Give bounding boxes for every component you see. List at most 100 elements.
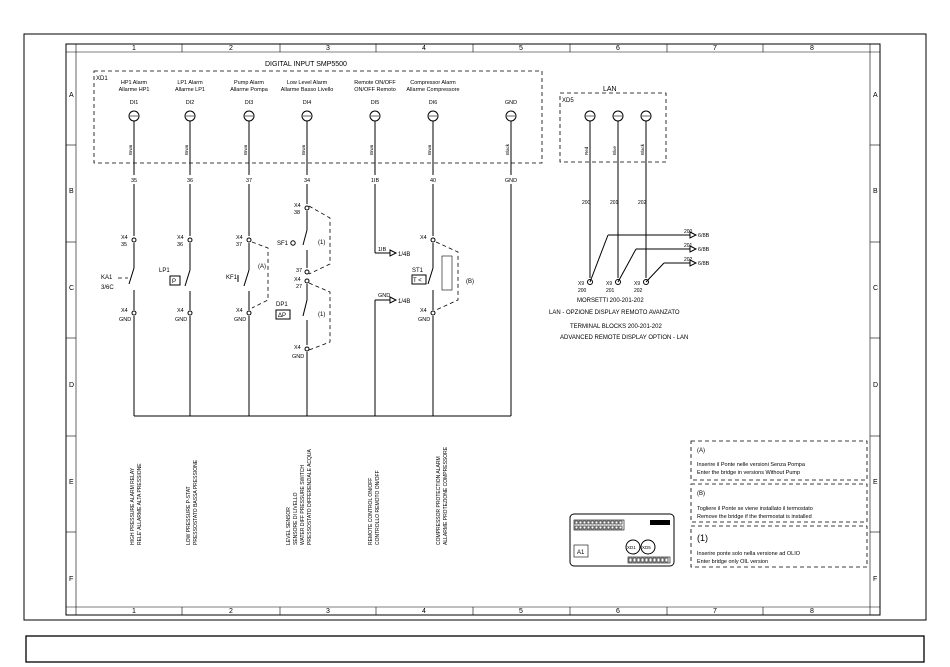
- svg-text:(1): (1): [318, 312, 325, 318]
- input-pin: DI6: [429, 100, 438, 106]
- input-label-en: Pump Alarm: [234, 80, 264, 86]
- svg-text:202: 202: [634, 288, 643, 294]
- svg-text:A: A: [69, 92, 74, 99]
- svg-text:8: 8: [810, 45, 814, 52]
- input-label-en: Remote ON/OFF: [354, 80, 396, 86]
- svg-text:RELE' ALLARME ALTA PRESSIONE: RELE' ALLARME ALTA PRESSIONE: [137, 463, 143, 545]
- svg-text:XD5: XD5: [642, 545, 651, 550]
- wire-number: 1IB: [371, 178, 380, 184]
- svg-text:X9: X9: [606, 281, 612, 287]
- svg-text:X4: X4: [294, 345, 301, 351]
- wire-color: Red: [584, 146, 589, 155]
- wire-number: 202: [638, 200, 647, 206]
- svg-text:GND: GND: [418, 317, 430, 323]
- wire-number: 34: [304, 178, 310, 184]
- svg-text:(1): (1): [318, 240, 325, 246]
- svg-text:PRESSOSTATO DIFFERENZIALE ACQU: PRESSOSTATO DIFFERENZIALE ACQUA: [307, 448, 313, 545]
- svg-text:201: 201: [684, 243, 693, 249]
- svg-text:COMPRESSOR PROTECTION ALARM: COMPRESSOR PROTECTION ALARM: [436, 456, 442, 545]
- st1-label: ST1: [412, 268, 424, 274]
- level-sensor-circuit: ΔP DP1 SF1 (1) (1) X4 38 37 X4 27 X4 GND: [275, 184, 331, 416]
- svg-text:SENSORE DI LIVELLO: SENSORE DI LIVELLO: [293, 492, 299, 545]
- lan-wires: Red200X92006/8B200Blue201X92016/8B201Bla…: [578, 110, 710, 294]
- input-label-en: Low Level Alarm: [287, 80, 328, 86]
- svg-text:LOW PRESSURE P-STAT: LOW PRESSURE P-STAT: [186, 486, 192, 545]
- svg-text:Inserire il Ponte nelle versio: Inserire il Ponte nelle versioni Senza P…: [697, 462, 806, 468]
- wire-color: Brwn: [128, 144, 133, 155]
- dp1-label: DP1: [276, 302, 288, 308]
- svg-text:X4: X4: [420, 308, 427, 314]
- lan-caption-it-1: MORSETTI 200-201-202: [577, 298, 644, 304]
- svg-text:4: 4: [422, 45, 426, 52]
- kf1-pump-contact: (A) KF1 X4 37 X4 GND: [226, 184, 269, 416]
- svg-text:B: B: [873, 188, 878, 195]
- svg-text:2: 2: [229, 608, 233, 615]
- lan-caption-en-1: TERMINAL BLOCKS 200-201-202: [570, 324, 662, 330]
- svg-text:6: 6: [616, 45, 620, 52]
- svg-text:201: 201: [606, 288, 615, 294]
- svg-text:(1): (1): [697, 533, 708, 543]
- wire-number: 36: [187, 178, 193, 184]
- input-pin: DI2: [186, 100, 195, 106]
- cross-reference: 6/8B: [698, 233, 710, 239]
- svg-text:X4: X4: [177, 235, 184, 241]
- svg-text:X4: X4: [294, 203, 301, 209]
- terminal-icon: [643, 279, 649, 285]
- svg-text:X4: X4: [236, 235, 243, 241]
- digital-input-title: DIGITAL INPUT SMP5500: [265, 61, 347, 68]
- input-label-it: Allarme LP1: [175, 87, 205, 93]
- svg-text:7: 7: [713, 608, 717, 615]
- input-label-en: Compressor Alarm: [410, 80, 456, 86]
- input-label-it: ON/OFF Remoto: [354, 87, 396, 93]
- wire-color: Brwn: [427, 144, 432, 155]
- input-label-en: HP1 Alarm: [121, 80, 148, 86]
- svg-text:HIGH PRESSURE ALARM RELAY: HIGH PRESSURE ALARM RELAY: [130, 467, 136, 545]
- col-1-top: 1: [132, 45, 136, 52]
- column-labels: 1 2 3 4 5 6 7 8 1 2 3 4 5 6 7 8: [132, 45, 814, 615]
- input-label-it: Allarme Pompa: [230, 87, 269, 93]
- svg-text:200: 200: [578, 288, 587, 294]
- compressor-alarm-circuit: T < ST1 (B) X4 X4 GND: [411, 184, 474, 416]
- title-block: [25, 635, 925, 663]
- wire-number: 201: [610, 200, 619, 206]
- sf1-label: SF1: [277, 241, 289, 247]
- svg-text:8: 8: [810, 608, 814, 615]
- svg-text:ΔP: ΔP: [278, 313, 286, 319]
- wire-number: 37: [246, 178, 252, 184]
- svg-text:Remove the bridge if the therm: Remove the bridge if the thermostat is i…: [697, 514, 812, 520]
- terminal-icon: [615, 279, 621, 285]
- svg-text:35: 35: [121, 242, 127, 248]
- svg-text:37: 37: [296, 268, 302, 274]
- svg-text:6: 6: [616, 608, 620, 615]
- svg-text:WATER DIFF PRESSURE SWITCH: WATER DIFF PRESSURE SWITCH: [300, 465, 306, 545]
- svg-text:X4: X4: [236, 308, 243, 314]
- svg-text:REMOTE CONTROL ON/OFF: REMOTE CONTROL ON/OFF: [368, 478, 374, 545]
- wire-number: 200: [582, 200, 591, 206]
- note-1: (1) Inserire ponte solo nella versione a…: [690, 525, 868, 568]
- svg-text:GND: GND: [175, 317, 187, 323]
- svg-text:1/4B: 1/4B: [398, 299, 410, 305]
- svg-text:(A): (A): [697, 448, 705, 454]
- svg-text:D: D: [69, 382, 74, 389]
- xd1-label: XD1: [96, 76, 108, 82]
- digital-input-block: [93, 70, 543, 164]
- svg-text:CONTROLLO REMOTO ON/OFF: CONTROLLO REMOTO ON/OFF: [375, 470, 381, 545]
- outer-border: [23, 33, 927, 621]
- wire-color: Brwn: [369, 144, 374, 155]
- note-b: (B) Togliere il Ponte se viene installat…: [690, 483, 868, 523]
- xd5-label: XD5: [562, 98, 574, 104]
- controller-board: A1 XD1 XD5: [569, 513, 675, 567]
- input-label-it: Allarme HP1: [119, 87, 150, 93]
- svg-text:1IB: 1IB: [378, 247, 387, 253]
- column-ticks: [66, 44, 880, 615]
- wire-number: GND: [505, 178, 517, 184]
- svg-text:X9: X9: [578, 281, 584, 287]
- svg-text:(B): (B): [466, 279, 474, 285]
- ka1-code: 3/6C: [101, 285, 114, 291]
- input-pin: DI5: [371, 100, 380, 106]
